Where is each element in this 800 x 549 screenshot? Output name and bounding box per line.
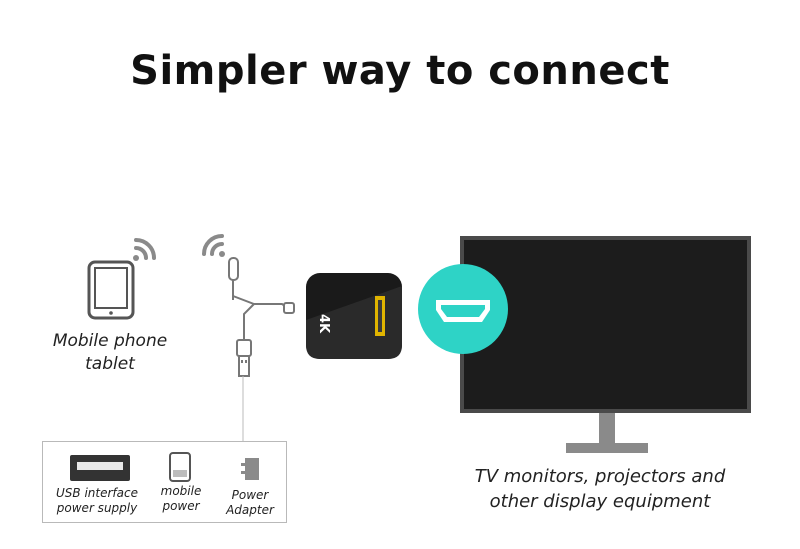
mobile-power-label: mobile power xyxy=(151,484,211,514)
hdmi-port-icon xyxy=(418,264,508,354)
power-adapter-line1: Power xyxy=(219,488,281,503)
phone-tablet-icon xyxy=(89,262,133,318)
power-options-box: USB interface power supply mobile power … xyxy=(42,441,287,523)
mobile-power-line2: power xyxy=(151,499,211,514)
display-equipment-label: TV monitors, projectors and other displa… xyxy=(440,464,760,514)
tv-monitor xyxy=(460,236,751,453)
usb-cable-icon xyxy=(229,258,294,441)
usb-port-icon xyxy=(69,454,131,482)
tv-label-line2: other display equipment xyxy=(440,489,760,514)
power-bank-icon xyxy=(169,452,191,482)
power-adapter-icon xyxy=(241,454,263,482)
usb-power-line2: power supply xyxy=(47,501,147,516)
phone-label-line1: Mobile phone xyxy=(30,330,190,353)
wifi-signal-icon xyxy=(133,240,154,261)
usb-power-line1: USB interface xyxy=(47,486,147,501)
usb-power-label: USB interface power supply xyxy=(47,486,147,516)
power-adapter-line2: Adapter xyxy=(219,503,281,518)
wireless-dongle: 4K xyxy=(306,273,402,359)
tv-label-line1: TV monitors, projectors and xyxy=(440,464,760,489)
phone-tablet-label: Mobile phone tablet xyxy=(30,330,190,376)
wifi-signal-icon xyxy=(204,236,225,257)
power-adapter-label: Power Adapter xyxy=(219,488,281,518)
phone-label-line2: tablet xyxy=(30,353,190,376)
mobile-power-line1: mobile xyxy=(151,484,211,499)
dongle-logo: 4K xyxy=(316,314,331,334)
